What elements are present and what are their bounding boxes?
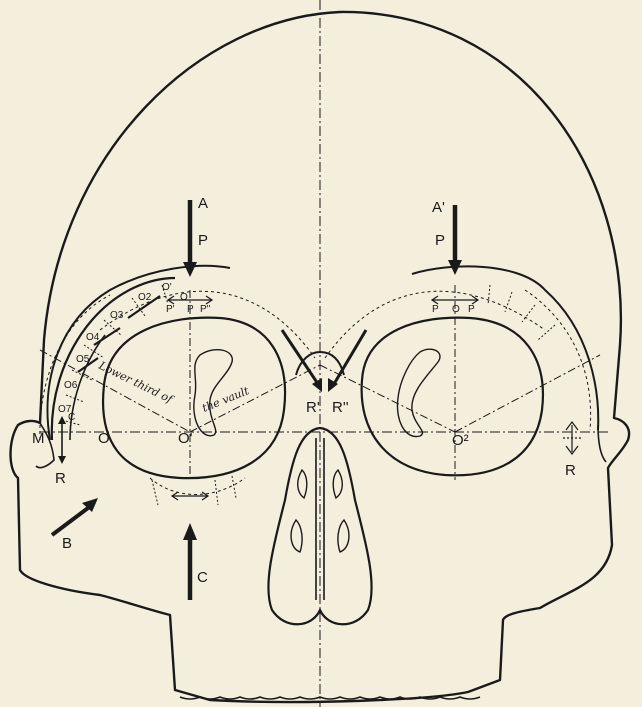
label-arc-O6: O6 <box>64 380 78 391</box>
label-R-right: R <box>565 462 576 479</box>
label-P-right: P <box>435 232 445 249</box>
label-M: M <box>32 430 45 447</box>
label-R-left: R <box>55 470 66 487</box>
label-P-small-r1: P <box>432 304 439 315</box>
label-B: B <box>62 535 72 552</box>
label-P-left: P <box>198 232 208 249</box>
label-A-prime: A' <box>432 199 445 216</box>
label-arc-O7: O7 <box>58 404 72 415</box>
label-O1: O' <box>178 430 193 447</box>
label-P-center-small: P <box>187 304 194 315</box>
label-O2: O² <box>452 432 469 449</box>
label-arc-O5: O5 <box>76 354 90 365</box>
label-arc-O4: O4 <box>86 332 100 343</box>
label-R-prime: R' <box>306 399 320 416</box>
label-A: A <box>198 195 208 212</box>
label-P1-small: P' <box>166 304 175 315</box>
label-P2-small: P'' <box>200 304 211 315</box>
label-P-small-r2: P <box>468 304 475 315</box>
label-C-bottom: C <box>197 569 208 586</box>
label-O: O <box>98 430 110 447</box>
label-R-dprime: R'' <box>332 399 349 416</box>
label-O-small-right: O <box>452 304 460 315</box>
label-arc-O2: O2 <box>138 292 152 303</box>
label-arc-O1: O' <box>162 282 172 293</box>
label-O-small-left: O <box>180 292 188 303</box>
label-arc-O3: O3 <box>110 310 124 321</box>
